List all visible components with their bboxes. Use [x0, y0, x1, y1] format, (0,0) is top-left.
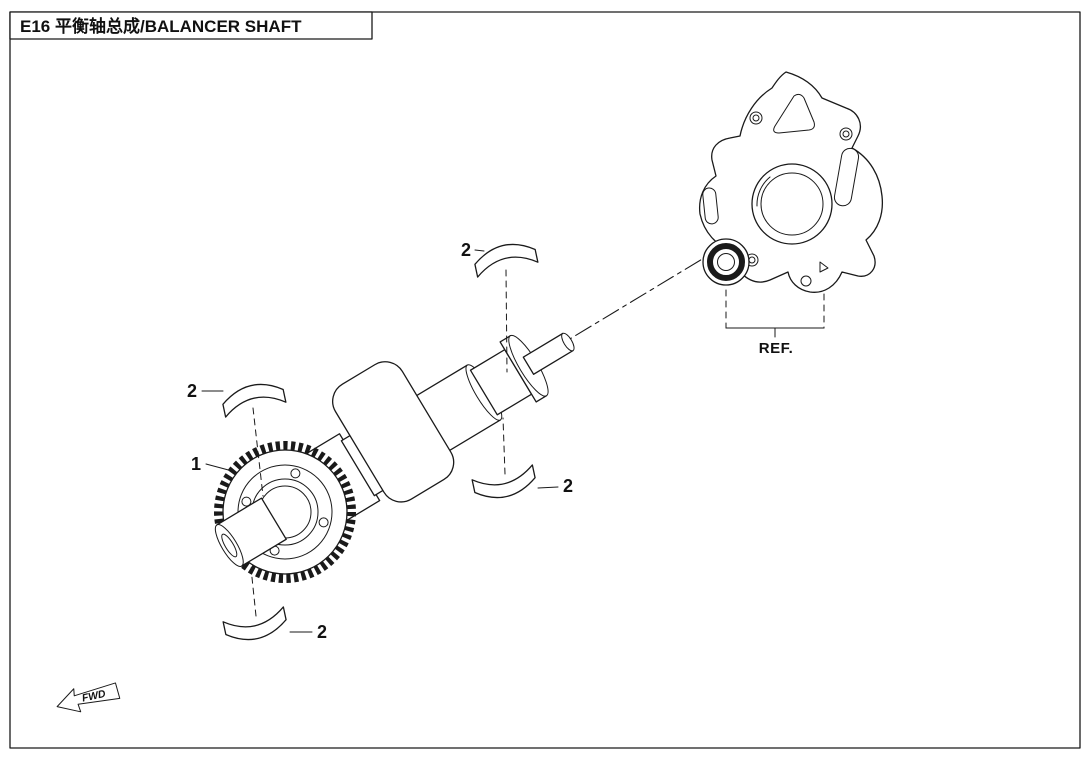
oil-seal: [702, 238, 750, 286]
plate-bolt-hole-inner: [842, 130, 850, 138]
leader-bearing-bottom: [250, 567, 257, 617]
hub-end-chamfer: [221, 533, 238, 558]
plate-bolt-hole-inner: [752, 114, 760, 122]
leader-bearing-left: [252, 407, 264, 497]
diagram-title: E16 平衡轴总成/BALANCER SHAFT: [20, 16, 302, 36]
bore-detail-arc: [756, 176, 771, 207]
cover-plate-triangle-opening: [773, 93, 815, 134]
part-callout-1: 1: [191, 454, 201, 474]
callout-line-2-right: [537, 486, 559, 489]
cover-plate-bore: [751, 163, 833, 245]
cover-plate-outline: [698, 71, 884, 293]
seal-inner: [717, 253, 735, 271]
balancer-shaft: [277, 332, 575, 539]
part-callout-2-left: 2: [187, 381, 197, 401]
counterweight-lobe: [332, 361, 455, 503]
callout-line-2-top: [474, 249, 485, 252]
bearing-shell-top: [471, 238, 539, 278]
plate-bolt-hole: [800, 275, 812, 287]
fwd-arrow-shape: [56, 682, 121, 713]
cover-plate-slot-left: [702, 187, 719, 225]
leader-bearing-top: [505, 269, 508, 373]
seal-ring: [707, 243, 745, 281]
part-callout-2-bottom: 2: [317, 622, 327, 642]
fwd-label: FWD: [81, 688, 107, 705]
gear-teeth: [214, 441, 356, 583]
balancer-cover-plate: [698, 71, 884, 293]
gear-bolt-hole: [290, 468, 301, 479]
callout-line-1: [205, 463, 237, 473]
cover-plate-bore-inner: [760, 172, 824, 236]
ref-label: REF.: [759, 340, 794, 357]
cover-plate-slot-right: [833, 147, 860, 207]
plate-bolt-hole: [839, 127, 853, 141]
part-callout-2-right: 2: [563, 476, 573, 496]
gear-bolt-hole: [318, 517, 329, 528]
part-callout-2-top: 2: [461, 240, 471, 260]
plate-bolt-hole: [749, 111, 763, 125]
leader-bearing-right: [502, 417, 506, 475]
page-border: [9, 11, 1081, 749]
fwd-direction-arrow: FWD: [56, 682, 121, 713]
ref-bracket: REF.: [725, 289, 825, 357]
title-box: [9, 11, 373, 40]
shaft-tip-face: [561, 332, 575, 352]
plate-arrow-mark: [819, 261, 829, 273]
gear-bolt-hole: [241, 496, 252, 507]
shaft-front-hub: [214, 497, 287, 567]
